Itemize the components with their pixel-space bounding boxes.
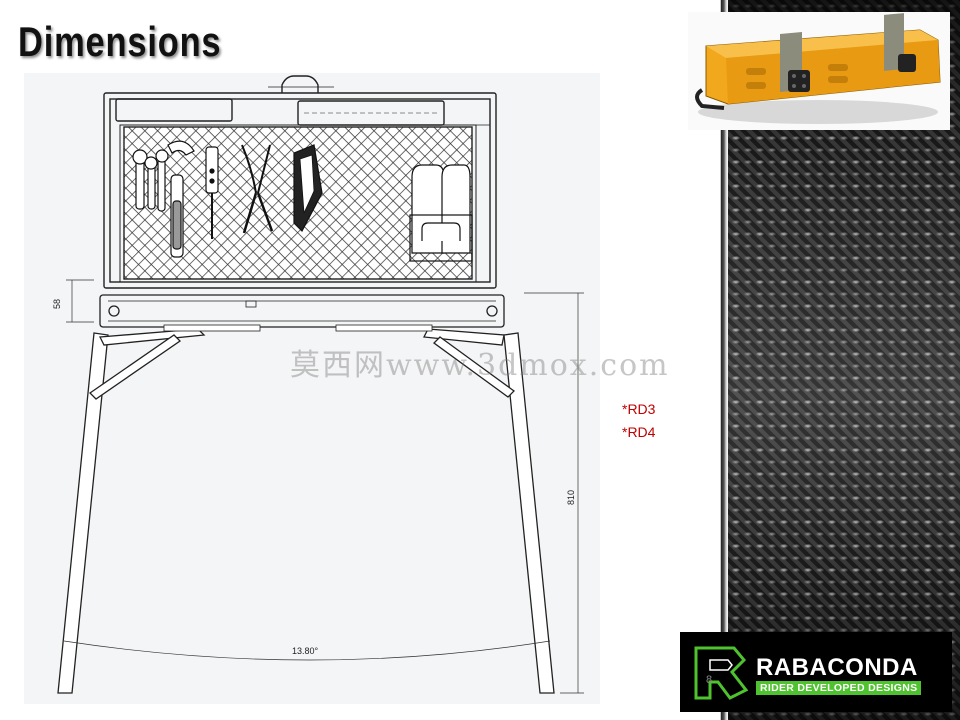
dimension-label-810: 810 [566,490,576,505]
watermark: 莫西网www.3dmox.com [290,348,670,383]
yellow-case [695,13,941,110]
product-code-rd3: *RD3 [622,401,656,417]
slide-title: Dimensions [18,18,222,65]
panel-divider [718,0,728,720]
stand-legs [57,324,555,694]
rabaconda-logo-mark [694,646,749,700]
product-photo [688,12,950,130]
technical-drawing: 58 810 13.80° [24,73,600,704]
base-frame [99,294,505,328]
logo-brand-name: RABACONDA [756,654,918,681]
logo-tagline: RIDER DEVELOPED DESIGNS [756,681,922,695]
page-number: 8 [706,674,713,686]
tools [132,140,473,262]
dimension-label-angle: 13.80° [292,646,319,656]
product-codes: *RD3 *RD4 [622,398,655,444]
dimension-label-58: 58 [52,299,62,309]
dimension-lines [63,279,584,694]
product-code-rd4: *RD4 [622,424,656,440]
rabaconda-logo: RABACONDA RIDER DEVELOPED DESIGNS [680,632,952,712]
